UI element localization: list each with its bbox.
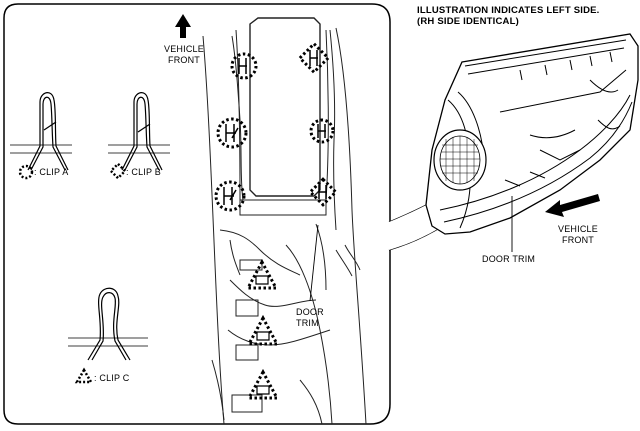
overview-front-label-line-2: FRONT (562, 235, 594, 245)
overview-front-label-line-1: VEHICLE (558, 224, 598, 234)
clip-b-drawing (108, 92, 170, 171)
legend-clip-c: : CLIP C (94, 373, 130, 383)
inset-door-trim-label: DOOR TRIM (296, 307, 324, 329)
clip-b-symbol (109, 162, 127, 180)
clip-c-marker-2 (246, 314, 280, 346)
door-overview (425, 33, 639, 235)
inset-front-label-line-1: VEHICLE (164, 44, 204, 54)
clip-c-marker-1 (245, 258, 279, 290)
inset-front-label-line-2: FRONT (168, 55, 200, 65)
speaker-grille (433, 129, 487, 191)
door-trim-leader-inset (309, 224, 319, 302)
clip-a-marker-2 (216, 117, 248, 149)
overview-front-label: VEHICLE FRONT (550, 224, 606, 246)
clip-c-symbol (74, 367, 94, 384)
overview-door-trim-label: DOOR TRIM (482, 254, 536, 264)
inset-front-label: VEHICLE FRONT (158, 44, 210, 66)
clip-a-drawing (10, 92, 72, 171)
clip-a-marker-3 (214, 180, 246, 212)
vehicle-front-arrow-overview (545, 194, 600, 217)
clip-c-drawing (68, 287, 148, 361)
inset-door-trim-line-2: TRIM (296, 318, 319, 328)
clip-c-marker-3 (246, 368, 280, 400)
header-line-2: (RH SIDE IDENTICAL) (417, 16, 519, 27)
clip-a-marker-1 (230, 52, 258, 80)
header-line-1: ILLUSTRATION INDICATES LEFT SIDE. (417, 5, 600, 16)
clip-a-symbol (18, 164, 34, 180)
legend-clip-a: : CLIP A (34, 167, 69, 177)
legend-clip-b: : CLIP B (126, 167, 161, 177)
inset-door-trim-line-1: DOOR (296, 307, 324, 317)
clip-a-marker-4 (309, 118, 335, 144)
inset-frame (3, 3, 391, 425)
vehicle-front-arrow (175, 14, 191, 38)
clip-b-marker-2 (308, 177, 338, 207)
